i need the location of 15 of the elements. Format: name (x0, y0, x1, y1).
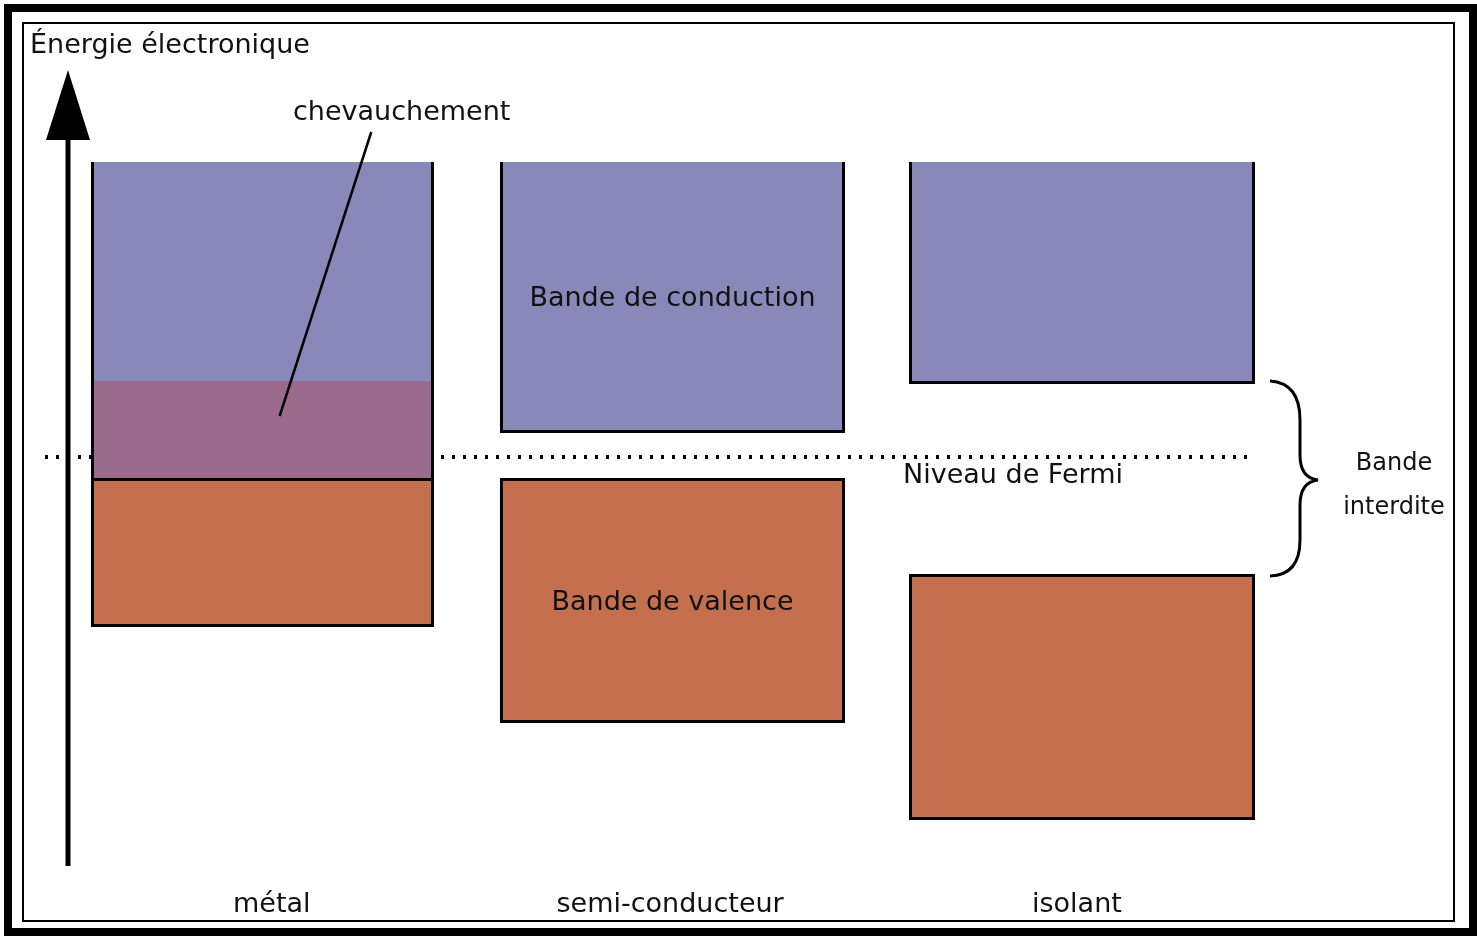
conduction-band-box (909, 162, 1255, 384)
column-label: isolant (1032, 887, 1122, 918)
valence-band-box: Bande de valence (500, 478, 845, 723)
conduction-band-box: Bande de conduction (500, 162, 845, 433)
column-label: métal (233, 887, 311, 918)
band-gap-label: Bande interdite (1342, 447, 1446, 522)
fermi-level-label: Niveau de Fermi (903, 458, 1123, 489)
leader-line (278, 131, 373, 417)
axis-label: Énergie électronique (30, 28, 310, 59)
valence-band-box (909, 574, 1255, 820)
overlap-band-box (91, 381, 434, 481)
valence-band-box (91, 478, 434, 627)
conduction-band-box (91, 162, 434, 384)
column-label: semi-conducteur (556, 887, 784, 918)
callout-text: chevauchement (293, 95, 511, 126)
